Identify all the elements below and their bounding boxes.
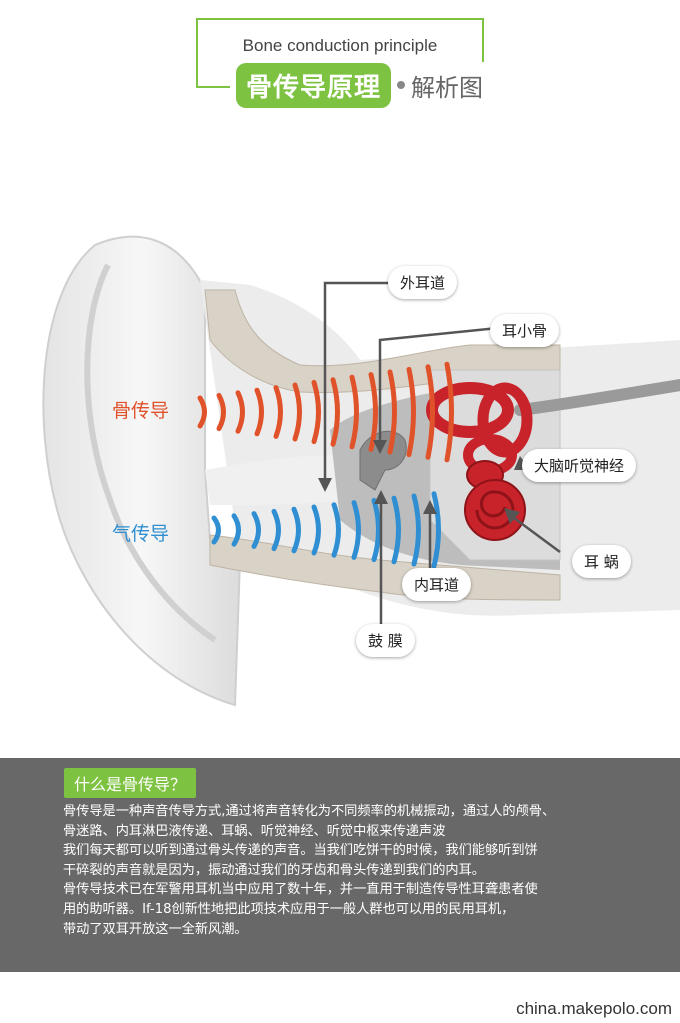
bone-wave-arc	[425, 364, 435, 460]
callout-eardrum: 鼓 膜	[356, 624, 415, 657]
info-title: 什么是骨传导？	[64, 768, 197, 798]
arrow-eardrum	[374, 490, 388, 504]
skull-bone-upper	[204, 289, 561, 394]
bone-wave-arc	[216, 392, 226, 432]
cochlea-spiral-line	[475, 490, 515, 530]
callout-cochlea: 耳 蜗	[572, 545, 631, 578]
info-body: 骨传导是一种声音传导方式,通过将声音转化为不同频率的机械振动，通过人的颅骨、 骨…	[63, 802, 643, 939]
air-wave-arc	[351, 500, 361, 560]
bone-wave-arc	[292, 382, 302, 442]
semicircular-canal-2	[477, 382, 533, 458]
info-line: 骨迷路、内耳淋巴液传递、耳蜗、听觉神经、听觉中枢来传递声波	[63, 823, 446, 839]
title-chinese: 骨传导原理 解析图	[230, 62, 490, 108]
arrow-cochlea	[504, 508, 520, 524]
air-wave-arc	[371, 497, 381, 563]
air-wave-arc	[271, 508, 281, 552]
title-separator-dot	[397, 81, 406, 89]
info-line: 我们每天都可以听到通过骨头传递的声音。当我们吃饼干的时候，我们能够听到饼	[63, 843, 538, 859]
bone-wave-arc	[368, 372, 378, 452]
bone-wave-arc	[330, 377, 340, 447]
info-panel: 什么是骨传导？ 骨传导是一种声音传导方式,通过将声音转化为不同频率的机械振动，通…	[0, 758, 680, 972]
arrow-outer-canal	[318, 478, 332, 492]
bone-wave-arc	[273, 385, 283, 439]
bone-conduction-waves	[197, 361, 454, 463]
bone-wave-arc	[444, 361, 454, 463]
bone-wave-arc	[235, 390, 245, 434]
info-line: 骨传导是一种声音传导方式,通过将声音转化为不同频率的机械振动，通过人的颅骨、	[63, 804, 556, 819]
callout-outer-ear-canal: 外耳道	[388, 266, 458, 299]
air-wave-arc	[231, 513, 241, 547]
cochlea-spiral	[464, 479, 526, 541]
title-chinese-sub: 解析图	[411, 73, 484, 102]
ear-canal	[205, 455, 350, 505]
arrow-ossicles	[373, 440, 387, 454]
leader-ossicles	[378, 326, 499, 445]
air-wave-arc	[411, 493, 421, 567]
callout-ossicles: 耳小骨	[490, 314, 560, 347]
title-chinese-main: 骨传导原理	[236, 62, 392, 108]
air-wave-arc	[291, 506, 301, 554]
info-line: 带动了双耳开放这一全新风潮。	[63, 921, 248, 937]
bone-wave-arc	[254, 387, 264, 437]
air-wave-arc	[311, 504, 321, 556]
air-wave-arc	[431, 491, 441, 569]
air-conduction-waves	[211, 491, 441, 569]
ear-diagram	[42, 235, 680, 707]
bone-conduction-label: 骨传导	[112, 400, 170, 422]
auditory-nerve	[514, 379, 680, 416]
ear-helix-fold	[84, 263, 217, 643]
air-wave-arc	[391, 495, 401, 565]
bone-wave-arc	[387, 369, 397, 455]
air-wave-arc	[331, 502, 341, 558]
bone-wave-arc	[311, 379, 321, 445]
arrow-inner-canal	[423, 500, 437, 514]
title-english: Bone conduction principle	[242, 36, 438, 55]
air-conduction-label: 气传导	[112, 523, 170, 545]
info-line: 用的助听器。If-18创新性地把此项技术应用于一般人群也可以用的民用耳机，	[63, 901, 515, 917]
leader-outer-canal	[323, 281, 395, 485]
callout-auditory-nerve: 大脑听觉神经	[522, 449, 637, 482]
bone-wave-arc	[406, 366, 416, 458]
info-line: 干碎裂的声音就是因为，振动通过我们的牙齿和骨头传递到我们的内耳。	[63, 862, 485, 878]
bone-wave-arc	[349, 374, 359, 450]
callout-inner-ear-canal: 内耳道	[402, 568, 472, 601]
info-line: 骨传导技术已在军警用耳机当中应用了数十年，并一直用于制造传导性耳聋患者使	[63, 882, 538, 898]
air-wave-arc	[251, 511, 261, 549]
leader-cochlea	[509, 513, 561, 554]
air-wave-arc	[211, 515, 221, 545]
outer-ear	[42, 235, 242, 707]
watermark-footer: china.makepolo.com	[516, 999, 672, 1018]
bone-wave-arc	[197, 395, 207, 429]
